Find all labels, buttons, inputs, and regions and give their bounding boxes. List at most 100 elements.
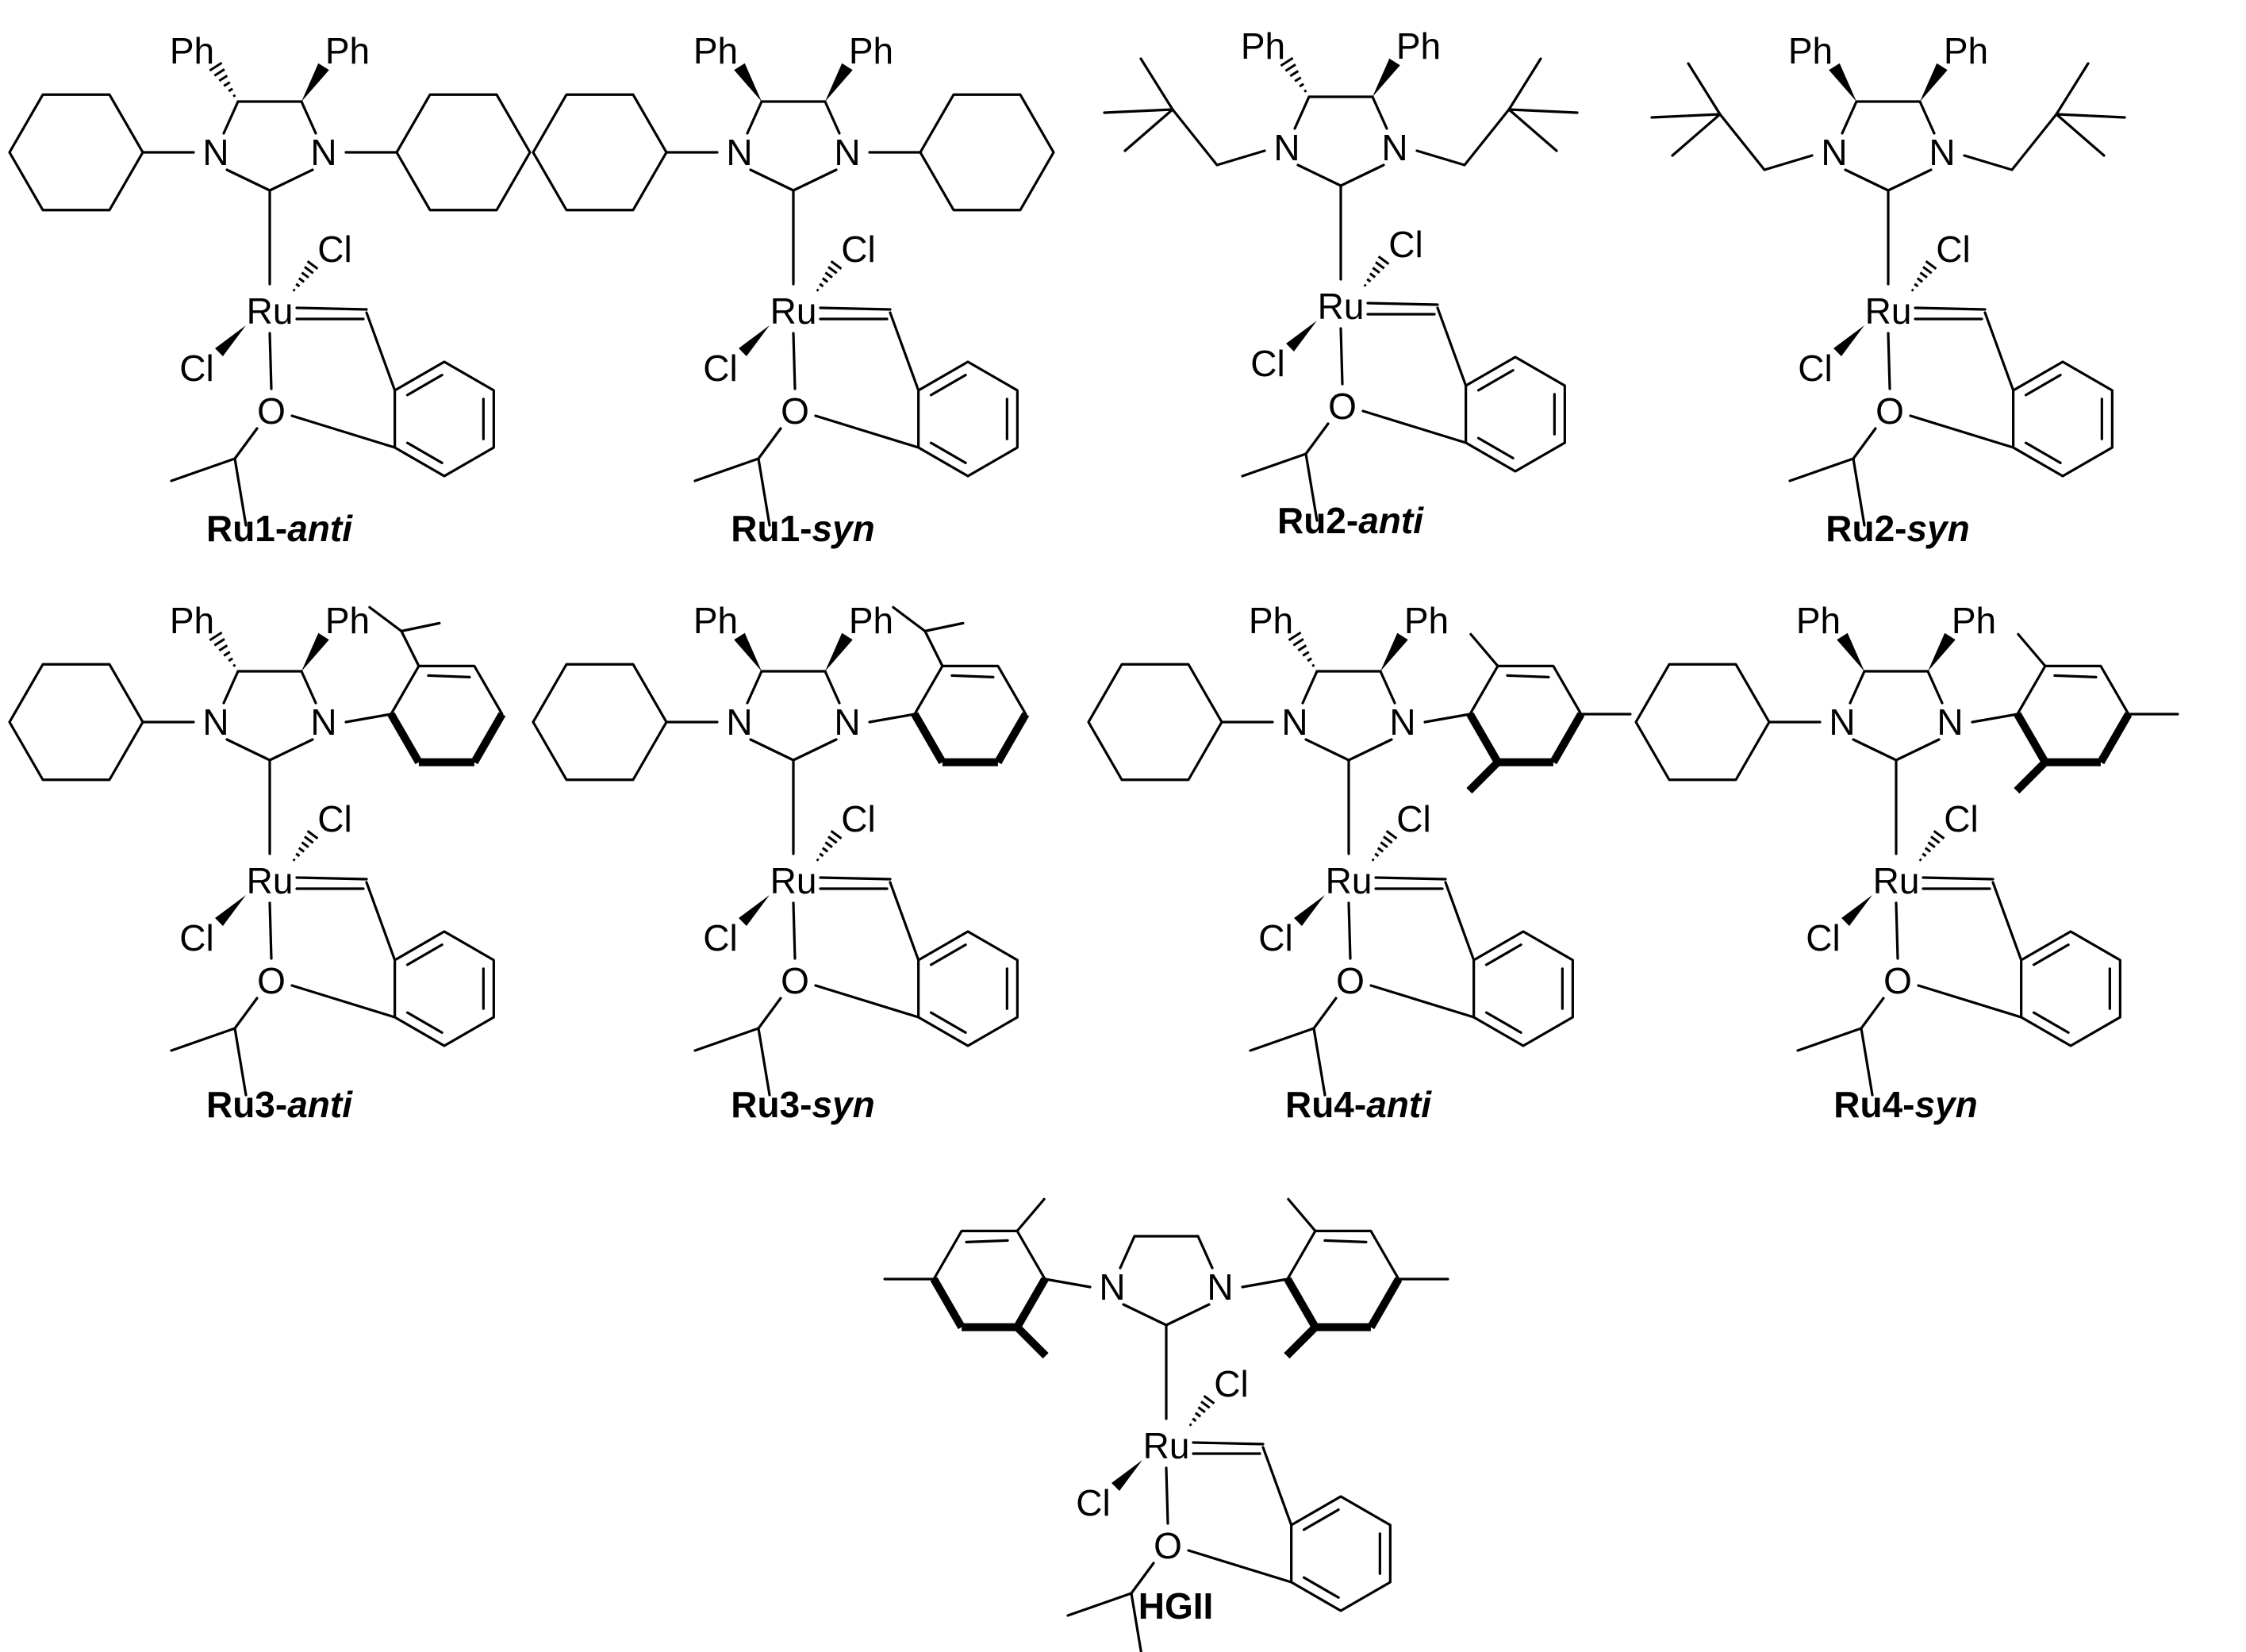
benzylidene-bond: [365, 881, 397, 962]
n-atom-right: N: [1381, 127, 1407, 168]
o-atom: O: [257, 390, 286, 432]
o-atom: O: [1883, 960, 1912, 1001]
o-isopropyl-bond: [1312, 997, 1338, 1030]
ring-bond: [1119, 1235, 1136, 1270]
n-aryl-bond: [1423, 713, 1472, 724]
aryl-bold-bond: [1466, 712, 1502, 765]
hash-stroke: [213, 638, 225, 647]
ring-bond: [1918, 100, 1936, 135]
hash-stroke: [1910, 288, 1914, 292]
ring-bond: [1895, 738, 1941, 762]
ru-atom: Ru: [247, 290, 294, 332]
hash-stroke: [223, 81, 231, 87]
hash-stroke: [1303, 89, 1307, 93]
ring-bond: [746, 670, 763, 705]
ru-o-bond: [1347, 901, 1352, 960]
hash-stroke: [1194, 1412, 1202, 1418]
ring-bond: [824, 670, 841, 705]
aromatic-inner-bond: [1484, 943, 1522, 966]
hash-stroke: [218, 644, 228, 652]
tbu-methyl: [1139, 57, 1174, 111]
isopropyl-methyl-bond: [693, 457, 760, 482]
ph-label-right: Ph: [1944, 30, 1988, 71]
hash-stroke: [1288, 631, 1302, 642]
hash-stroke: [819, 852, 824, 858]
aromatic-inner-bond: [2032, 1011, 2070, 1034]
hash-stroke: [301, 841, 309, 849]
hash-stroke: [209, 61, 223, 72]
aromatic-inner-bond: [1476, 436, 1515, 459]
hash-stroke: [1922, 852, 1927, 858]
hash-stroke: [1922, 266, 1933, 275]
cyclohexyl-ring: [532, 663, 668, 782]
isopropyl-methyl-bond: [1796, 1027, 1863, 1052]
benzylidene-ring: [2012, 360, 2114, 478]
n-aryl-bond: [868, 713, 916, 724]
hash-stroke: [1918, 858, 1922, 862]
ph-hash-bond: [209, 61, 236, 98]
aromatic-inner-bond: [1506, 674, 1550, 678]
o-isopropyl-bond: [233, 427, 259, 460]
ru-atom: Ru: [1865, 290, 1912, 332]
ru-o-bond: [1339, 327, 1344, 386]
ru-atom: Ru: [247, 860, 294, 901]
ring-bond: [1339, 163, 1385, 187]
isopropyl-methyl-bond: [1852, 457, 1866, 527]
ph-label-right: Ph: [1396, 25, 1441, 67]
isopropyl-methyl-bond: [1130, 1592, 1142, 1652]
cl-wedge-bond: [215, 325, 246, 356]
ring-bond: [1844, 168, 1890, 192]
aromatic-inner-bond: [2053, 674, 2098, 678]
aryl-ring: [913, 664, 1027, 716]
hash-stroke: [824, 271, 833, 279]
o-atom: O: [1336, 960, 1365, 1001]
cl-wedge-bond: [739, 325, 770, 356]
aromatic-inner-bond: [405, 374, 443, 397]
ru-alkylidene-bond: [819, 876, 892, 881]
isopropyl-methyl-bond: [1066, 1592, 1133, 1617]
cl-wedge-bond: [1111, 1460, 1142, 1491]
o-isopropyl-bond: [233, 997, 259, 1030]
n-atom-right: N: [1929, 132, 1955, 173]
ru-o-bond: [1887, 332, 1891, 390]
tbu-methyl: [1650, 113, 1722, 119]
tbu-methyl: [1507, 108, 1579, 114]
isopropyl-methyl-bond: [170, 457, 236, 482]
tbu-methyl: [1103, 108, 1174, 114]
ph-label-right: Ph: [325, 30, 370, 71]
tbu-methyl: [1507, 57, 1542, 111]
aromatic-inner-bond: [1323, 1239, 1368, 1243]
ring-bond: [749, 168, 795, 192]
ring-bond: [1301, 670, 1319, 705]
hash-stroke: [1297, 644, 1307, 652]
cl-wedge-bond: [1286, 321, 1317, 352]
hash-stroke: [298, 847, 305, 853]
ph-hash-bond: [1288, 631, 1315, 667]
aryl-o-bond: [814, 414, 920, 449]
hash-stroke: [295, 282, 301, 288]
compound-config: syn: [812, 508, 874, 549]
compound-separator: -: [800, 1084, 812, 1125]
compound-label: Ru3-anti: [206, 1084, 353, 1125]
n-atom-left: N: [726, 132, 752, 173]
cl-atom-top: Cl: [1936, 229, 1970, 270]
hash-stroke: [1203, 1395, 1215, 1404]
hash-stroke: [213, 68, 225, 77]
cl-atom-bottom: Cl: [703, 348, 737, 389]
isopropyl-methyl-bond: [1304, 452, 1319, 522]
tbu-methyl: [2055, 62, 2090, 116]
aromatic-inner-bond: [2024, 374, 2062, 397]
tbu-methyl: [1507, 108, 1558, 152]
hash-stroke: [1374, 852, 1380, 858]
hash-stroke: [1366, 278, 1372, 283]
benzylidene-ring: [394, 930, 495, 1047]
ph-label-right: Ph: [325, 600, 370, 641]
cl-hash-bond: [1363, 255, 1390, 287]
hash-stroke: [830, 830, 843, 839]
ru-atom: Ru: [770, 860, 817, 901]
aryl-ring: [932, 1229, 1046, 1281]
compound-config: anti: [287, 1084, 353, 1125]
